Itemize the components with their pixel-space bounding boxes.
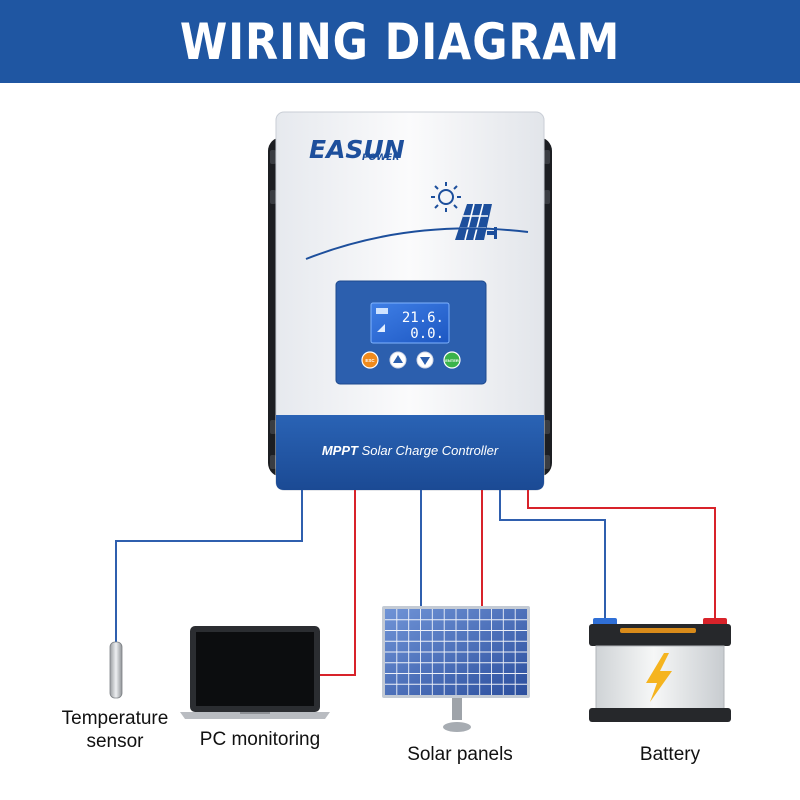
svg-text:ENTER: ENTER [445,358,459,363]
wires [115,490,716,676]
lcd-line-2: 0.0. [410,326,444,342]
laptop-screen [196,632,314,706]
temperature-sensor [109,641,123,699]
lcd-level-icon [377,324,385,332]
controller-label-band [276,415,544,490]
solar-panel [382,606,530,732]
enter-button[interactable]: ENTER [443,351,461,369]
charge-controller: MPPT Solar Charge Controller EASUN POWER [268,111,552,491]
lcd-indicator [376,308,388,314]
esc-button[interactable]: ESC [361,351,379,369]
swoosh-curve [305,227,529,260]
panel-post [452,698,462,720]
sensor-probe [109,641,123,699]
wire-battery-positive [527,490,716,618]
battery-label: Battery [639,744,701,765]
battery-base [589,708,731,722]
laptop [180,626,330,719]
wire-battery-negative [499,490,606,618]
sun-panel-icon [431,182,461,212]
panel-stand [443,722,471,732]
lcd-screen [370,302,450,344]
logo-subtitle: POWER [362,153,399,163]
lcd-line-1: 21.6. [402,310,444,326]
battery-lid [589,624,731,646]
laptop-base [180,712,330,719]
up-button[interactable] [389,351,407,369]
header-banner: WIRING DIAGRAM [0,0,800,83]
page-title: WIRING DIAGRAM [179,12,621,71]
easun-logo: EASUN POWER [309,135,405,164]
solar-panels-label: Solar panels [407,744,513,765]
wire-temperature-sensor [115,490,303,642]
down-button[interactable] [416,351,434,369]
logo-wordmark: EASUN [309,135,405,164]
battery-lid-stripe [620,628,696,633]
arrow-down-icon [420,357,430,365]
temperature-sensor-label: Temperature sensor [61,708,169,752]
controller-label: MPPT Solar Charge Controller [322,443,499,458]
battery [589,618,731,722]
wire-pc-monitoring [318,490,356,676]
pc-monitoring-label: PC monitoring [199,729,321,750]
svg-text:ESC: ESC [365,358,375,363]
arrow-up-icon [393,355,403,363]
lightning-icon [646,653,672,702]
